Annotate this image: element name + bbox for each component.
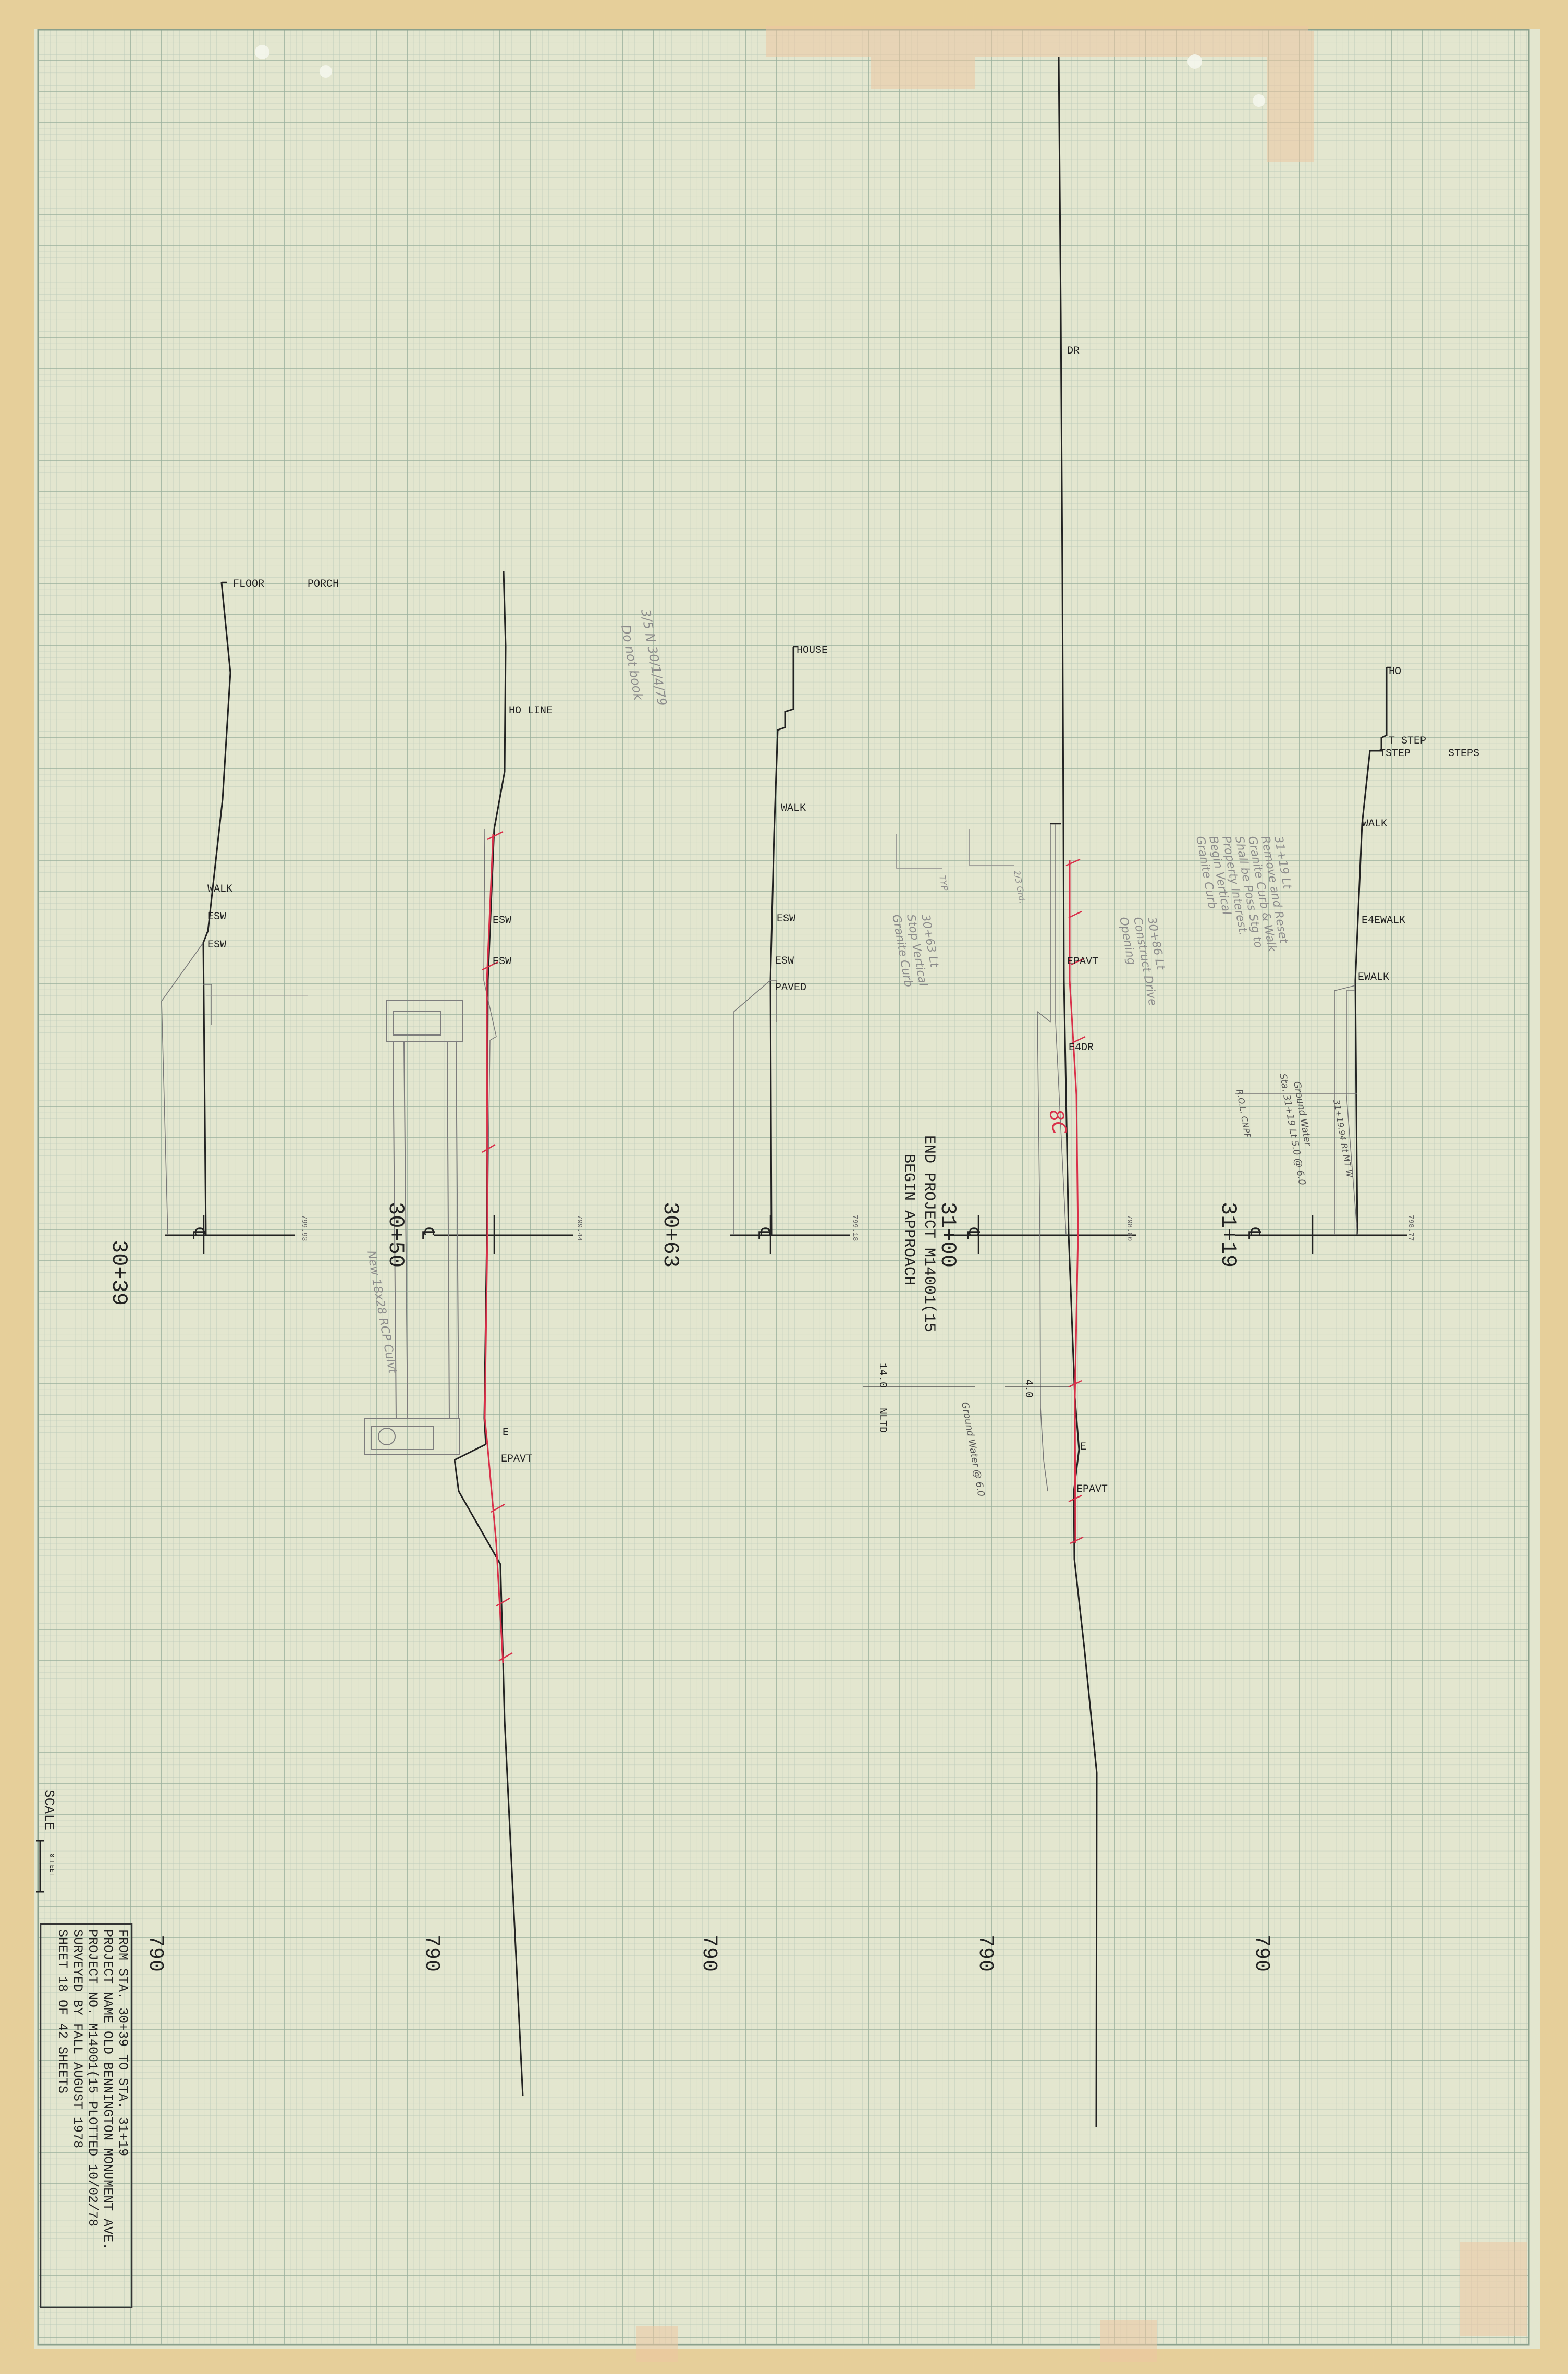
section-30-39: FLOOR PORCH WALK ESW ESW 30+39 ℄ 799.93 [106, 578, 339, 1306]
label-walk: WALK [781, 802, 806, 814]
section-31-00: 8C DR EPAVT E4DR E EPAVT 31+00 ℄ 798.80 … [863, 57, 1136, 2128]
label-epavt-2: EPAVT [1076, 1483, 1108, 1495]
title-line-sheet: SHEET 18 OF 42 SHEETS [55, 1929, 70, 2093]
label-esw-1: ESW [207, 911, 226, 923]
dim-14: 14.0 [876, 1363, 888, 1388]
label-ho-line: HO LINE [509, 705, 553, 717]
label-floor: FLOOR [233, 578, 264, 590]
label-e4ewalk: E4EWALK [1362, 915, 1405, 927]
red-note: 8C [1045, 1107, 1070, 1136]
label-e4dr: E4DR [1069, 1042, 1094, 1054]
label-esw-1: ESW [493, 915, 511, 927]
label-e: E [503, 1427, 509, 1439]
punch-holes [255, 45, 1265, 107]
elevation-label: 790 [1250, 1934, 1273, 1972]
centerline-elevation: 799.18 [851, 1215, 859, 1241]
centerline-mark: ℄ [416, 1227, 436, 1239]
elevation-label: 790 [697, 1934, 720, 1972]
dim-4: 4.0 [1022, 1379, 1034, 1398]
label-porch: PORCH [308, 578, 339, 590]
project-note-2: BEGIN APPROACH [900, 1154, 917, 1285]
margin-notes [896, 829, 1014, 869]
elevation-label: 790 [973, 1934, 997, 1972]
title-line-project-name: PROJECT NAME OLD BENNINGTON MONUMENT AVE… [100, 1929, 115, 2250]
tape-marks [636, 26, 1527, 2362]
title-block: FROM STA. 30+39 TO STA. 31+19 PROJECT NA… [40, 1923, 133, 2308]
centerline-elevation: 799.93 [300, 1215, 308, 1241]
culvert [364, 1000, 463, 1455]
redline [484, 834, 504, 1664]
label-house: HOUSE [797, 644, 828, 656]
elevation-labels: 790 790 790 790 790 [143, 1934, 1273, 1972]
redline [1069, 860, 1079, 1544]
centerline-mark: ℄ [187, 1227, 207, 1239]
station-label: 30+39 [106, 1240, 131, 1306]
station-label: 30+63 [658, 1202, 683, 1268]
scale-label: SCALE [41, 1789, 57, 1830]
title-line-surveyed: SURVEYED BY FALL AUGUST 1978 [70, 1929, 85, 2148]
label-tstep: TSTEP [1379, 748, 1411, 760]
centerline-elevation: 798.77 [1406, 1215, 1415, 1241]
scale-unit: 8 FEET [48, 1854, 55, 1876]
project-note-1: END PROJECT M14001(15 [920, 1135, 938, 1332]
label-esw-2: ESW [775, 955, 794, 967]
section-30-63: HOUSE WALK ESW ESW PAVED 30+63 ℄ 799.18 [658, 644, 859, 1268]
label-epavt: EPAVT [501, 1453, 532, 1465]
label-esw-1: ESW [777, 913, 795, 925]
title-line-project-no: PROJECT NO. M14001(15 PLOTTED 10/02/78 [85, 1929, 100, 2226]
centerline-elevation: 799.44 [575, 1215, 583, 1241]
scale-bar: SCALE 8 FEET [36, 1789, 57, 1893]
note-detail-a: TYP [937, 874, 950, 891]
elevation-label: 790 [143, 1934, 167, 1972]
label-e: E [1080, 1441, 1086, 1453]
label-dr: DR [1067, 345, 1080, 357]
centerline-mark: ℄ [961, 1227, 981, 1239]
centerline-mark: ℄ [1243, 1227, 1263, 1239]
label-steps: STEPS [1448, 748, 1479, 760]
label-epavt-1: EPAVT [1067, 956, 1098, 968]
centerline-elevation: 798.80 [1125, 1215, 1133, 1241]
label-ewalk: EWALK [1358, 971, 1389, 983]
centerline-mark: ℄ [753, 1227, 773, 1239]
label-walk: WALK [1362, 818, 1387, 830]
station-label: 31+19 [1216, 1202, 1241, 1268]
station-label: 31+00 [935, 1202, 960, 1268]
label-esw-2: ESW [493, 956, 511, 968]
label-ho: HO [1389, 666, 1401, 678]
label-walk: WALK [207, 883, 232, 895]
label-nltd: NLTD [876, 1408, 888, 1433]
label-esw-2: ESW [207, 939, 226, 951]
label-paved: PAVED [775, 982, 806, 994]
label-t-step: T STEP [1389, 735, 1426, 747]
station-label: 30+50 [383, 1202, 408, 1268]
title-line-from-to: FROM STA. 30+39 TO STA. 31+19 [115, 1929, 130, 2156]
elevation-label: 790 [420, 1934, 443, 1972]
